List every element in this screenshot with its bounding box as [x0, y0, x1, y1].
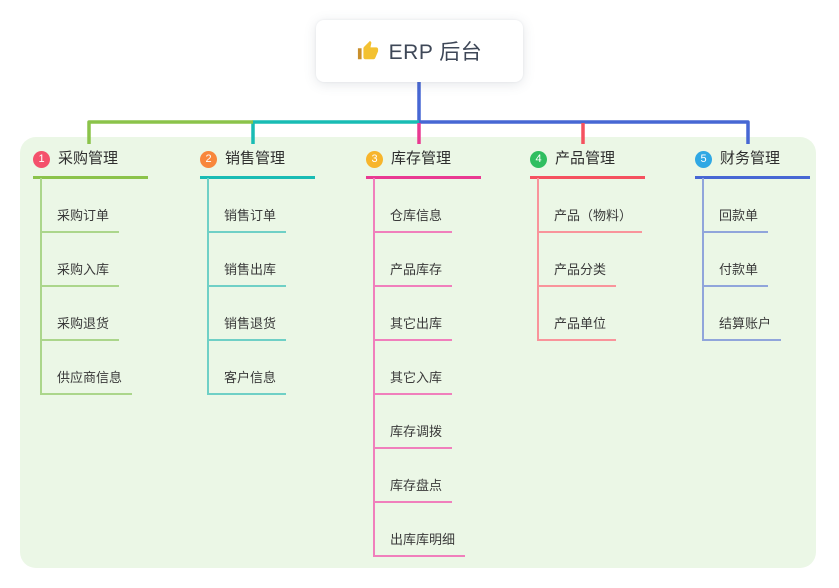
branch-purchase: 1 采购管理 采购订单 采购入库 采购退货 供应商信息 [33, 149, 183, 395]
branch-purchase-header[interactable]: 1 采购管理 [33, 149, 148, 179]
branch-product: 4 产品管理 产品（物料） 产品分类 产品单位 [530, 149, 680, 341]
child-topic[interactable]: 结算账户 [702, 315, 782, 341]
branch-spine [537, 178, 539, 340]
branch-number-badge: 4 [530, 150, 547, 168]
child-topic[interactable]: 采购退货 [40, 315, 120, 341]
child-topic[interactable]: 采购入库 [40, 261, 120, 287]
child-topic[interactable]: 出库库明细 [373, 531, 466, 557]
child-topic[interactable]: 客户信息 [207, 369, 287, 395]
branch-spine [40, 178, 42, 394]
child-topic[interactable]: 仓库信息 [373, 207, 453, 233]
branch-finance-header[interactable]: 5 财务管理 [695, 149, 810, 179]
branch-sales: 2 销售管理 销售订单 销售出库 销售退货 客户信息 [200, 149, 350, 395]
branch-label: 产品管理 [555, 150, 616, 167]
root-node[interactable]: ERP 后台 [316, 20, 523, 82]
child-topic[interactable]: 销售退货 [207, 315, 287, 341]
branch-number-badge: 2 [200, 150, 217, 168]
branch-spine [373, 178, 375, 556]
child-topic[interactable]: 其它入库 [373, 369, 453, 395]
branch-sales-header[interactable]: 2 销售管理 [200, 149, 315, 179]
branches-background-panel [20, 137, 816, 568]
child-topic[interactable]: 采购订单 [40, 207, 120, 233]
branch-number-badge: 3 [366, 150, 383, 168]
branch-finance: 5 财务管理 回款单 付款单 结算账户 [695, 149, 839, 341]
branch-spine [702, 178, 704, 340]
branch-label: 销售管理 [225, 150, 286, 167]
branch-spine [207, 178, 209, 394]
child-topic[interactable]: 产品库存 [373, 261, 453, 287]
child-topic[interactable]: 付款单 [702, 261, 769, 287]
child-topic[interactable]: 库存盘点 [373, 477, 453, 503]
connector-finance [417, 82, 750, 144]
branch-label: 财务管理 [720, 150, 781, 167]
branch-number-badge: 5 [695, 150, 712, 168]
child-topic[interactable]: 库存调拨 [373, 423, 453, 449]
branch-label: 采购管理 [58, 150, 119, 167]
branch-number-badge: 1 [33, 150, 50, 168]
child-topic[interactable]: 销售订单 [207, 207, 287, 233]
branch-label: 库存管理 [391, 150, 452, 167]
child-topic[interactable]: 销售出库 [207, 261, 287, 287]
child-topic[interactable]: 产品（物料） [537, 207, 643, 233]
root-node-label: ERP 后台 [388, 41, 483, 64]
branch-product-header[interactable]: 4 产品管理 [530, 149, 645, 179]
branch-inventory: 3 库存管理 仓库信息 产品库存 其它出库 其它入库 库存调拨 库存盘点 出库库… [366, 149, 516, 557]
child-topic[interactable]: 其它出库 [373, 315, 453, 341]
thumbs-up-icon [357, 40, 379, 62]
child-topic[interactable]: 产品分类 [537, 261, 617, 287]
branch-inventory-header[interactable]: 3 库存管理 [366, 149, 481, 179]
child-topic[interactable]: 产品单位 [537, 315, 617, 341]
child-topic[interactable]: 供应商信息 [40, 369, 133, 395]
child-topic[interactable]: 回款单 [702, 207, 769, 233]
